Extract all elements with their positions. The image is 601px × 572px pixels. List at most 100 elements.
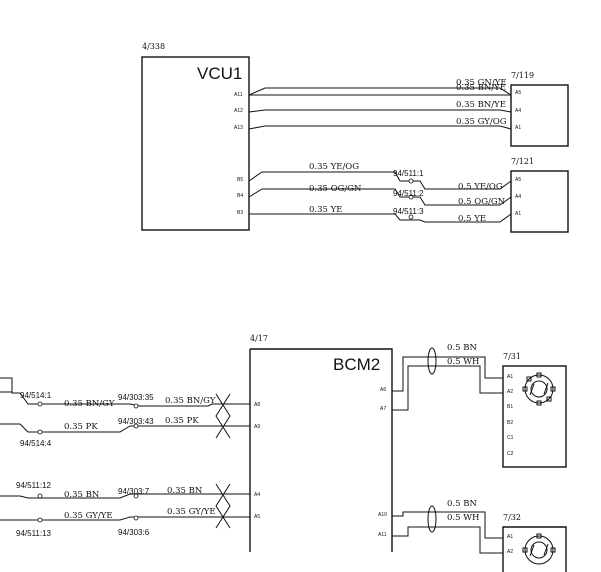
connector-7-31-ref: 7/31 [503, 352, 521, 361]
connector-7-31-pin-c2: C2 [507, 451, 514, 457]
sensor-symbol-icon [522, 533, 556, 565]
bcm2-pin-a10: A10 [378, 512, 387, 518]
connector-7-32-box [502, 526, 567, 572]
splice-label-303-6: 94/303:6 [118, 528, 150, 537]
bcm2-right-wires: 0.5 BN 0.5 WH 0.5 BN 0.5 WH [392, 343, 503, 554]
wire-a13 [248, 125, 512, 130]
splice-node-1 [408, 178, 414, 184]
connector-7-121-pin-a1: A1 [515, 211, 521, 217]
bcm2-pin-a4: A4 [254, 492, 260, 498]
wire-a4 [0, 493, 250, 499]
connector-7-32-pin-a2: A2 [507, 549, 513, 555]
bcm2-ref: 4/17 [250, 334, 268, 343]
splice-node-2 [408, 194, 414, 200]
connector-7-31: 7/31 A1 A2 B1 B2 C1 C2 [502, 352, 567, 468]
sensor-symbol-icon [522, 372, 556, 406]
connector-7-119-pin-a5: A5 [515, 90, 521, 96]
connector-7-121: 7/121 A5 A4 A1 [510, 157, 569, 233]
splice-node-511-13 [37, 517, 43, 523]
connector-7-121-box [510, 170, 569, 233]
wire-label-a9-right: 0.35 PK [165, 416, 199, 426]
splice-label-303-43: 94/303:43 [118, 417, 154, 426]
wire-label-ye-og-left: 0.35 YE/OG [309, 162, 359, 172]
wire-a11 [248, 87, 512, 96]
bcm2-pin-a7: A7 [380, 406, 386, 412]
vcu1-upper-wires: 0.35 GN/YE 0.35 BN/YE 0.35 BN/YE 0.35 GY… [248, 78, 512, 130]
connector-7-31-pin-b2: B2 [507, 420, 513, 426]
wire-a9 [0, 423, 250, 433]
wire-label-a4-right: 0.35 BN [167, 486, 203, 496]
wire-a6 [392, 356, 503, 392]
vcu1-box [141, 56, 250, 231]
connector-7-119-box [510, 84, 569, 147]
wire-label-bn-ye: 0.35 BN/YE [456, 100, 506, 110]
splice-node-303-6 [133, 515, 139, 521]
connector-7-121-pin-a5: A5 [515, 177, 521, 183]
bcm2-left-wires-lower: 94/511:12 94/511:13 94/303:7 94/303:6 0.… [0, 481, 250, 538]
wire-a11-bcm [392, 526, 503, 554]
splice-node-303-43 [133, 423, 139, 429]
wire-label-a5-right: 0.35 GY/YE [167, 507, 216, 517]
splice-label-511-1: 94/511:1 [393, 169, 424, 178]
wire-label-gy-og: 0.35 GY/OG [456, 117, 507, 127]
twisted-pair-marker [215, 483, 231, 529]
splice-label-514-4: 94/514:4 [20, 439, 52, 448]
wire-label-a4-left: 0.35 BN [64, 490, 100, 500]
wire-label-gn-ye: 0.35 GN/YE [456, 78, 507, 88]
connector-7-119-ref: 7/119 [511, 71, 534, 80]
splice-node-303-35 [133, 403, 139, 409]
wire-b3 [249, 213, 512, 223]
connector-7-119-pin-a1: A1 [515, 125, 521, 131]
splice-label-303-7: 94/303:7 [118, 487, 150, 496]
wire-label-og-gn-right: 0.5 OG/GN [458, 197, 506, 207]
vcu1-title: VCU1 [197, 64, 242, 83]
bcm2-module: 4/17 BCM2 A8 A9 A4 A5 A6 A7 A10 A11 [249, 334, 393, 552]
wire-label-a8-left: 0.35 BN/GY [64, 399, 115, 409]
wire-label-ye-og-right: 0.5 YE/OG [458, 182, 503, 192]
bcm2-pin-a5: A5 [254, 514, 260, 520]
connector-7-31-pin-a2: A2 [507, 389, 513, 395]
connector-7-121-ref: 7/121 [511, 157, 534, 166]
connector-7-31-pin-a1: A1 [507, 374, 513, 380]
vcu1-pin-a11: A11 [234, 92, 243, 98]
bcm2-pin-a6: A6 [380, 387, 386, 393]
twisted-pair-marker [427, 505, 437, 533]
splice-label-511-2: 94/511:2 [393, 189, 424, 198]
splice-label-511-12: 94/511:12 [16, 481, 52, 490]
connector-7-32-pin-a1: A1 [507, 534, 513, 540]
wire-label-ye-left: 0.35 YE [309, 205, 342, 215]
vcu1-pin-b4: B4 [237, 193, 243, 199]
splice-node-514-4 [37, 429, 43, 435]
wire-label-a6: 0.5 BN [447, 343, 477, 353]
bcm2-title: BCM2 [333, 355, 380, 374]
wire-a5 [0, 516, 250, 521]
splice-label-511-13: 94/511:13 [16, 529, 52, 538]
wire-a12 [248, 109, 512, 113]
splice-node-3 [408, 214, 414, 220]
vcu1-lower-wires: 94/511:1 94/511:2 94/511:3 0.35 YE/OG 0.… [248, 162, 512, 224]
bcm2-left-wires-upper: 94/514:1 94/514:4 94/303:35 94/303:43 0.… [0, 377, 250, 448]
twisted-pair-marker [427, 347, 437, 375]
wire-label-a11: 0.5 WH [447, 513, 479, 523]
connector-7-31-pin-c1: C1 [507, 435, 514, 441]
twisted-pair-marker [215, 393, 231, 439]
wire-label-a8-right: 0.35 BN/GY [165, 396, 216, 406]
connector-7-32-ref: 7/32 [503, 513, 521, 522]
connector-7-31-pin-b1: B1 [507, 404, 513, 410]
wire-label-bn-ye-overlap: 0.35 BN/YE [456, 83, 506, 93]
splice-node-303-7 [133, 493, 139, 499]
wire-label-a7: 0.5 WH [447, 357, 479, 367]
wire-label-a5-left: 0.35 GY/YE [64, 511, 113, 521]
splice-node-511-12 [37, 493, 43, 499]
vcu1-pin-a13: A13 [234, 125, 243, 131]
vcu1-module: 4/338 VCU1 A11 A12 A13 B5 B4 B3 [141, 42, 250, 231]
splice-label-303-35: 94/303:35 [118, 393, 154, 402]
wire-label-ye-right: 0.5 YE [458, 214, 486, 224]
connector-7-32: 7/32 A1 A2 [502, 513, 567, 572]
splice-node-514-1 [37, 401, 43, 407]
vcu1-pin-b3: B3 [237, 210, 243, 216]
wire-a10 [392, 511, 503, 539]
vcu1-ref: 4/338 [142, 42, 165, 51]
wire-label-a9-left: 0.35 PK [64, 422, 98, 432]
